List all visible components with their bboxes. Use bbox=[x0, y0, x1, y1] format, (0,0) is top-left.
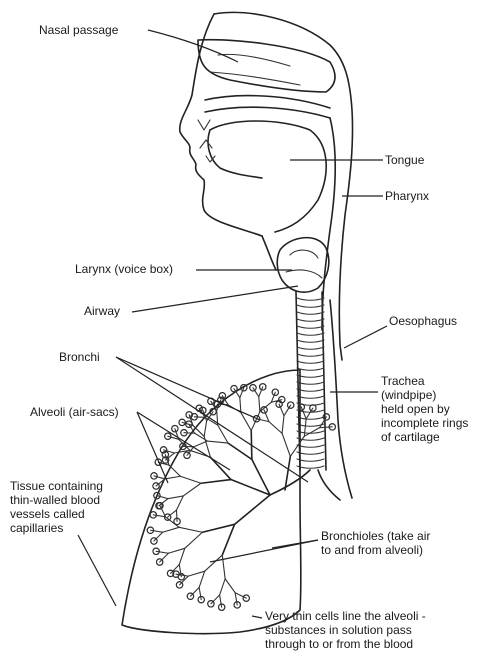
bronchiole bbox=[153, 515, 165, 517]
bronchiole bbox=[199, 587, 201, 599]
cartilage-ring bbox=[297, 305, 324, 307]
bronchiole bbox=[220, 579, 226, 595]
bronchiole bbox=[190, 587, 199, 596]
bronchiole bbox=[168, 548, 184, 553]
label-alveoli: Alveoli (air-sacs) bbox=[30, 405, 119, 419]
cartilage-ring bbox=[297, 333, 324, 335]
cartilage-ring bbox=[297, 326, 324, 328]
bronchiole bbox=[176, 510, 177, 521]
cartilage-ring bbox=[297, 424, 324, 426]
cartilage-ring bbox=[297, 368, 324, 370]
bronchiole bbox=[179, 548, 185, 564]
label-nasal-passage: Nasal passage bbox=[39, 23, 118, 37]
bronchiole bbox=[195, 433, 208, 441]
bronchiole bbox=[193, 425, 204, 436]
cartilage-ring bbox=[297, 340, 324, 342]
bronchiole bbox=[179, 527, 202, 532]
cartilage-ring bbox=[297, 319, 324, 321]
bronchiole bbox=[188, 571, 204, 576]
cartilage-ring bbox=[297, 466, 324, 468]
bronchiole bbox=[202, 524, 234, 532]
bronchiole bbox=[180, 476, 201, 483]
bronchiole bbox=[185, 532, 203, 548]
cartilage-ring bbox=[297, 459, 324, 461]
label-bronchioles: Bronchioles (take air to and from alveol… bbox=[321, 529, 430, 557]
bronchiole bbox=[184, 433, 195, 434]
bronchiole bbox=[199, 571, 205, 587]
cartilage-ring bbox=[297, 417, 324, 419]
bronchiole bbox=[220, 595, 222, 607]
label-oesophagus: Oesophagus bbox=[389, 314, 457, 328]
label-thin-cells: Very thin cells line the alveoli - subst… bbox=[265, 609, 426, 651]
label-larynx: Larynx (voice box) bbox=[75, 262, 173, 276]
tongue-shape bbox=[198, 120, 326, 232]
oesophagus-shape bbox=[330, 300, 352, 498]
bronchial-tree bbox=[147, 384, 335, 611]
bronchiole bbox=[165, 476, 180, 479]
bronchiole bbox=[240, 398, 241, 413]
bronchiole bbox=[183, 483, 201, 496]
bronchiole bbox=[205, 555, 223, 571]
label-bronchi: Bronchi bbox=[59, 350, 100, 364]
bronchiole bbox=[156, 551, 168, 553]
cartilage-ring bbox=[297, 438, 324, 440]
bronchiole bbox=[169, 465, 180, 476]
bronchiole bbox=[204, 421, 206, 436]
cartilage-ring bbox=[297, 382, 324, 384]
label-pharynx: Pharynx bbox=[385, 189, 429, 203]
bronchiole bbox=[211, 595, 220, 604]
bronchiole bbox=[180, 576, 189, 585]
bronchiole bbox=[201, 480, 231, 484]
bronchiole bbox=[163, 527, 179, 532]
bronchiole bbox=[228, 443, 252, 459]
bronchiole bbox=[168, 510, 177, 517]
label-tongue: Tongue bbox=[385, 153, 424, 167]
bronchiole bbox=[168, 496, 183, 499]
bronchiole bbox=[207, 441, 228, 443]
cartilage-ring bbox=[297, 361, 324, 363]
bronchiole bbox=[154, 532, 163, 541]
nasal-cavity bbox=[198, 40, 335, 118]
cartilage-ring bbox=[297, 298, 324, 300]
cartilage-ring bbox=[297, 396, 324, 398]
bronchiole bbox=[235, 593, 237, 605]
bronchiole bbox=[176, 496, 183, 510]
cartilage-ring bbox=[297, 375, 324, 377]
head-outline bbox=[180, 12, 353, 360]
label-tissue: Tissue containing thin-walled blood vess… bbox=[10, 479, 103, 535]
bronchiole bbox=[235, 495, 270, 524]
bronchiole bbox=[259, 397, 260, 412]
label-trachea: Trachea (windpipe) held open by incomple… bbox=[381, 374, 468, 444]
cartilage-ring bbox=[297, 445, 324, 447]
bronchiole bbox=[218, 425, 228, 443]
cartilage-ring bbox=[297, 389, 324, 391]
bronchiole bbox=[222, 524, 234, 555]
label-airway: Airway bbox=[84, 304, 120, 318]
bronchiole bbox=[194, 417, 205, 418]
bronchiole bbox=[194, 441, 208, 447]
bronchiole bbox=[225, 579, 235, 593]
bronchiole bbox=[304, 419, 306, 437]
cartilage-ring bbox=[297, 347, 324, 349]
bronchiole bbox=[150, 530, 162, 532]
lung-outline bbox=[122, 370, 340, 634]
bronchiole bbox=[166, 453, 175, 460]
bronchiole bbox=[304, 428, 319, 437]
bronchiole bbox=[282, 416, 284, 434]
bronchiole bbox=[160, 553, 169, 562]
cartilage-ring bbox=[297, 354, 324, 356]
bronchiole bbox=[320, 427, 333, 428]
cartilage-ring bbox=[297, 312, 324, 314]
larynx-shape bbox=[277, 238, 329, 293]
bronchiole bbox=[282, 433, 290, 456]
bronchiole bbox=[269, 422, 282, 434]
cartilage-ring bbox=[297, 452, 324, 454]
